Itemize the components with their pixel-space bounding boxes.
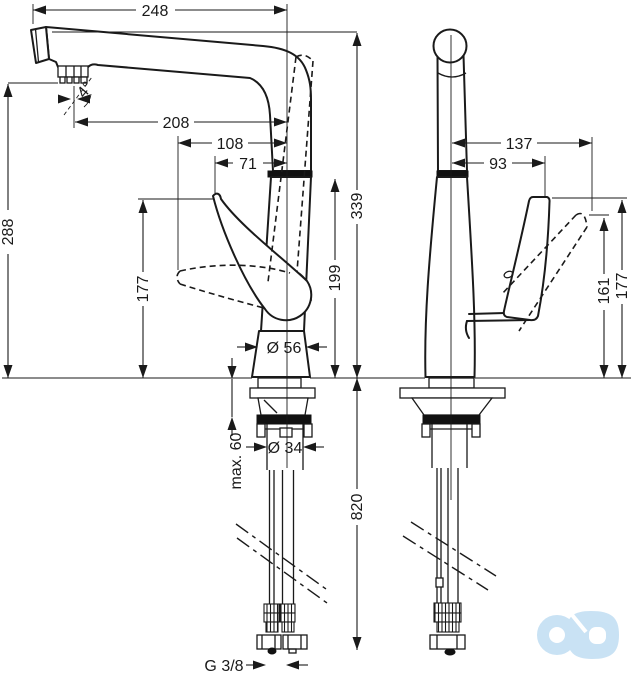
aerator-tooth	[73, 76, 80, 84]
hose-guide	[279, 427, 293, 438]
hose-nut	[282, 634, 308, 650]
logo-gap	[566, 608, 588, 634]
escutcheon-flange	[399, 387, 506, 399]
dim-handle-tip-to-axis: 71	[239, 156, 257, 173]
neck-front	[436, 54, 468, 172]
mount-body	[410, 397, 494, 416]
hose-outlet	[267, 647, 277, 655]
aerator-tooth	[66, 76, 73, 84]
dim-handle-tip-height-front: 177	[614, 273, 631, 300]
base-step	[257, 377, 302, 389]
hose-connector-front	[429, 602, 466, 656]
hose-connectors-side	[256, 603, 308, 655]
escutcheon-flange	[249, 387, 316, 399]
dim-handle-low-height: 161	[596, 278, 613, 305]
handle-detail-hole	[503, 270, 514, 279]
spout-nose-front	[432, 28, 468, 64]
clamp-tab	[303, 423, 313, 438]
nose-collar-arc	[437, 72, 467, 78]
dim-outlet-height: 288	[0, 219, 17, 246]
dimensions: 248 4° 208 108 71 288 177 339 199	[0, 3, 631, 675]
spray-head-cap	[30, 26, 50, 64]
dim-max-counter-thickness: max. 60	[228, 432, 245, 489]
seal-ring	[422, 414, 481, 425]
hose-fitting	[435, 577, 444, 588]
clamp-tab	[421, 423, 431, 438]
dim-total-height: 339	[349, 193, 366, 220]
watermark-logo	[537, 608, 619, 659]
front-under-counter	[399, 377, 506, 656]
side-under-counter	[235, 377, 328, 655]
supply-hoses-front	[435, 468, 459, 603]
handle-motion-dashed-front	[501, 212, 588, 332]
dim-base-diameter: Ø 56	[267, 340, 302, 357]
aerator-tooth	[59, 76, 66, 84]
handle-lever-front	[502, 196, 551, 322]
dim-handle-pivot-height: 199	[327, 265, 344, 292]
front-view	[399, 28, 588, 656]
hose-outlet	[288, 648, 297, 654]
dim-handle-top-offset: 93	[489, 156, 507, 173]
seal-ring	[256, 414, 312, 425]
aerator-tooth	[80, 76, 88, 84]
hose-nut	[256, 634, 282, 650]
dim-handle-tip-height-side: 177	[135, 276, 152, 303]
handle-bracket-curve	[464, 320, 470, 339]
dim-hose-length: 820	[349, 494, 366, 521]
spray-head-cap-line	[34, 28, 40, 63]
hose-outlet	[444, 648, 456, 656]
break-marks-side	[235, 523, 328, 604]
dim-handle-reach: 137	[506, 136, 533, 153]
handle-bracket	[468, 312, 506, 315]
clamp-tab	[471, 423, 481, 438]
reference-lines	[2, 4, 631, 500]
base-step	[428, 377, 475, 389]
body-front	[424, 176, 476, 378]
base-cone-side	[251, 330, 311, 378]
clamp-tab	[256, 423, 266, 438]
hose-nut	[429, 634, 466, 650]
spout-outline	[45, 26, 312, 172]
aerator	[57, 65, 89, 78]
extension-lines	[8, 4, 627, 270]
logo-hole	[589, 627, 606, 644]
mount-body	[257, 397, 309, 416]
supply-hoses-side	[268, 470, 295, 604]
dim-spout-reach: 248	[142, 3, 169, 20]
dim-outlet-to-axis: 208	[163, 115, 190, 132]
handle-motion-dashed	[176, 54, 314, 309]
dim-handle-front-to-axis: 108	[217, 136, 244, 153]
dim-thread-size: G 3/8	[204, 658, 243, 675]
handle-bracket	[466, 319, 531, 322]
dim-shank-diameter: Ø 34	[268, 440, 303, 457]
break-marks-front	[402, 521, 497, 591]
